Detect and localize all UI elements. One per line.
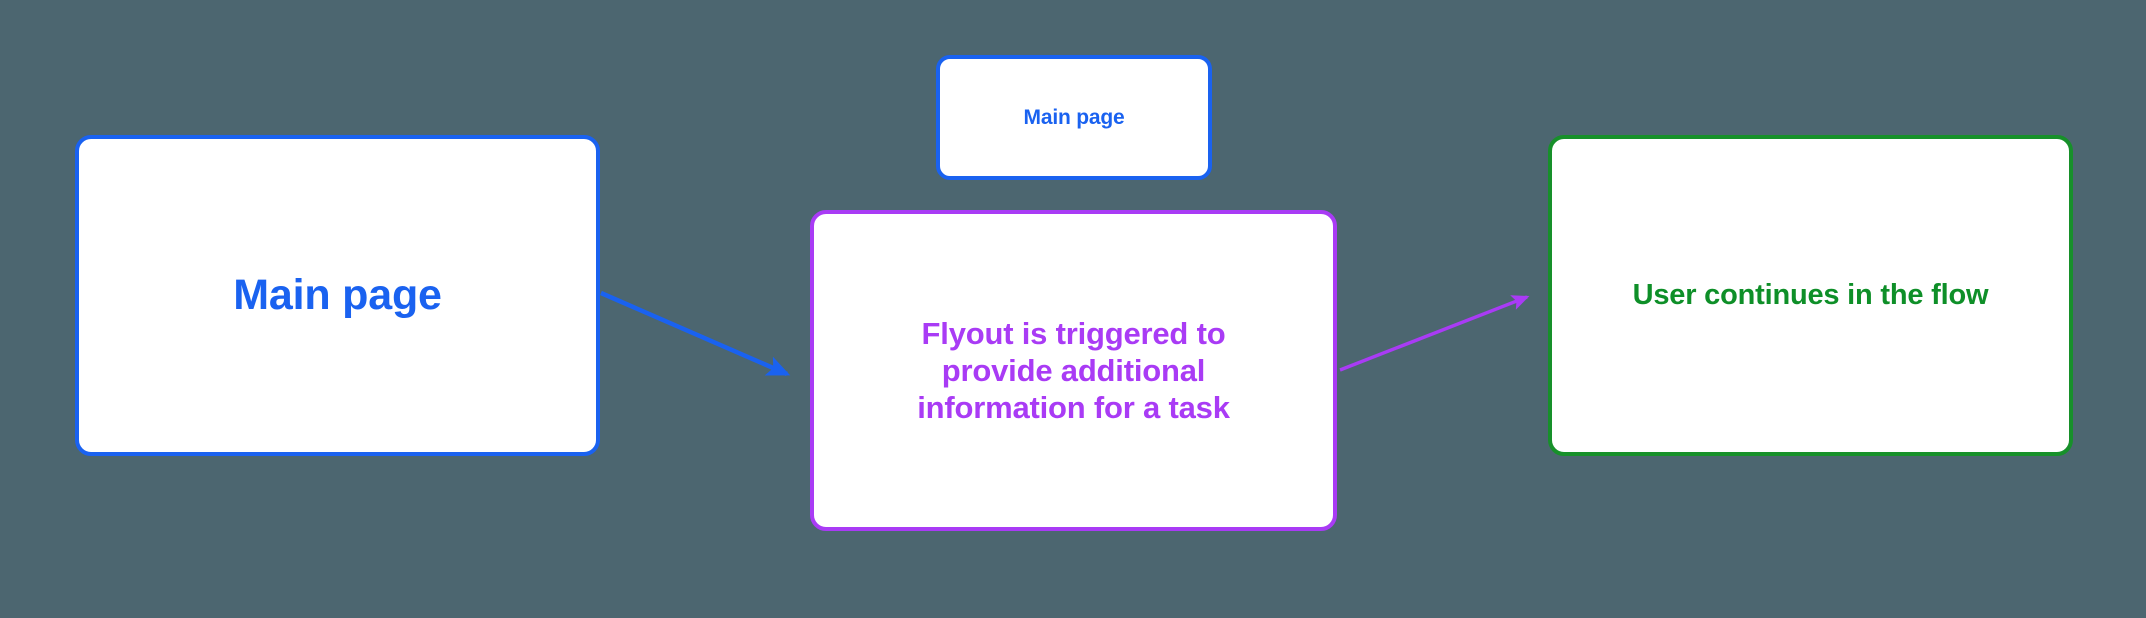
edge-flyout-to-outcome bbox=[1339, 295, 1530, 372]
node-flyout-label: Flyout is triggered to provide additiona… bbox=[917, 315, 1230, 426]
node-main-page-top-label: Main page bbox=[1023, 105, 1125, 129]
node-main-page-left-label: Main page bbox=[233, 271, 442, 320]
node-outcome-label: User continues in the flow bbox=[1632, 278, 1989, 311]
node-main-page-top[interactable]: Main page bbox=[936, 55, 1212, 180]
node-main-page-left[interactable]: Main page bbox=[75, 135, 600, 456]
edge-main-to-flyout bbox=[600, 290, 791, 377]
node-flyout[interactable]: Flyout is triggered to provide additiona… bbox=[810, 210, 1337, 531]
node-outcome[interactable]: User continues in the flow bbox=[1548, 135, 2073, 456]
